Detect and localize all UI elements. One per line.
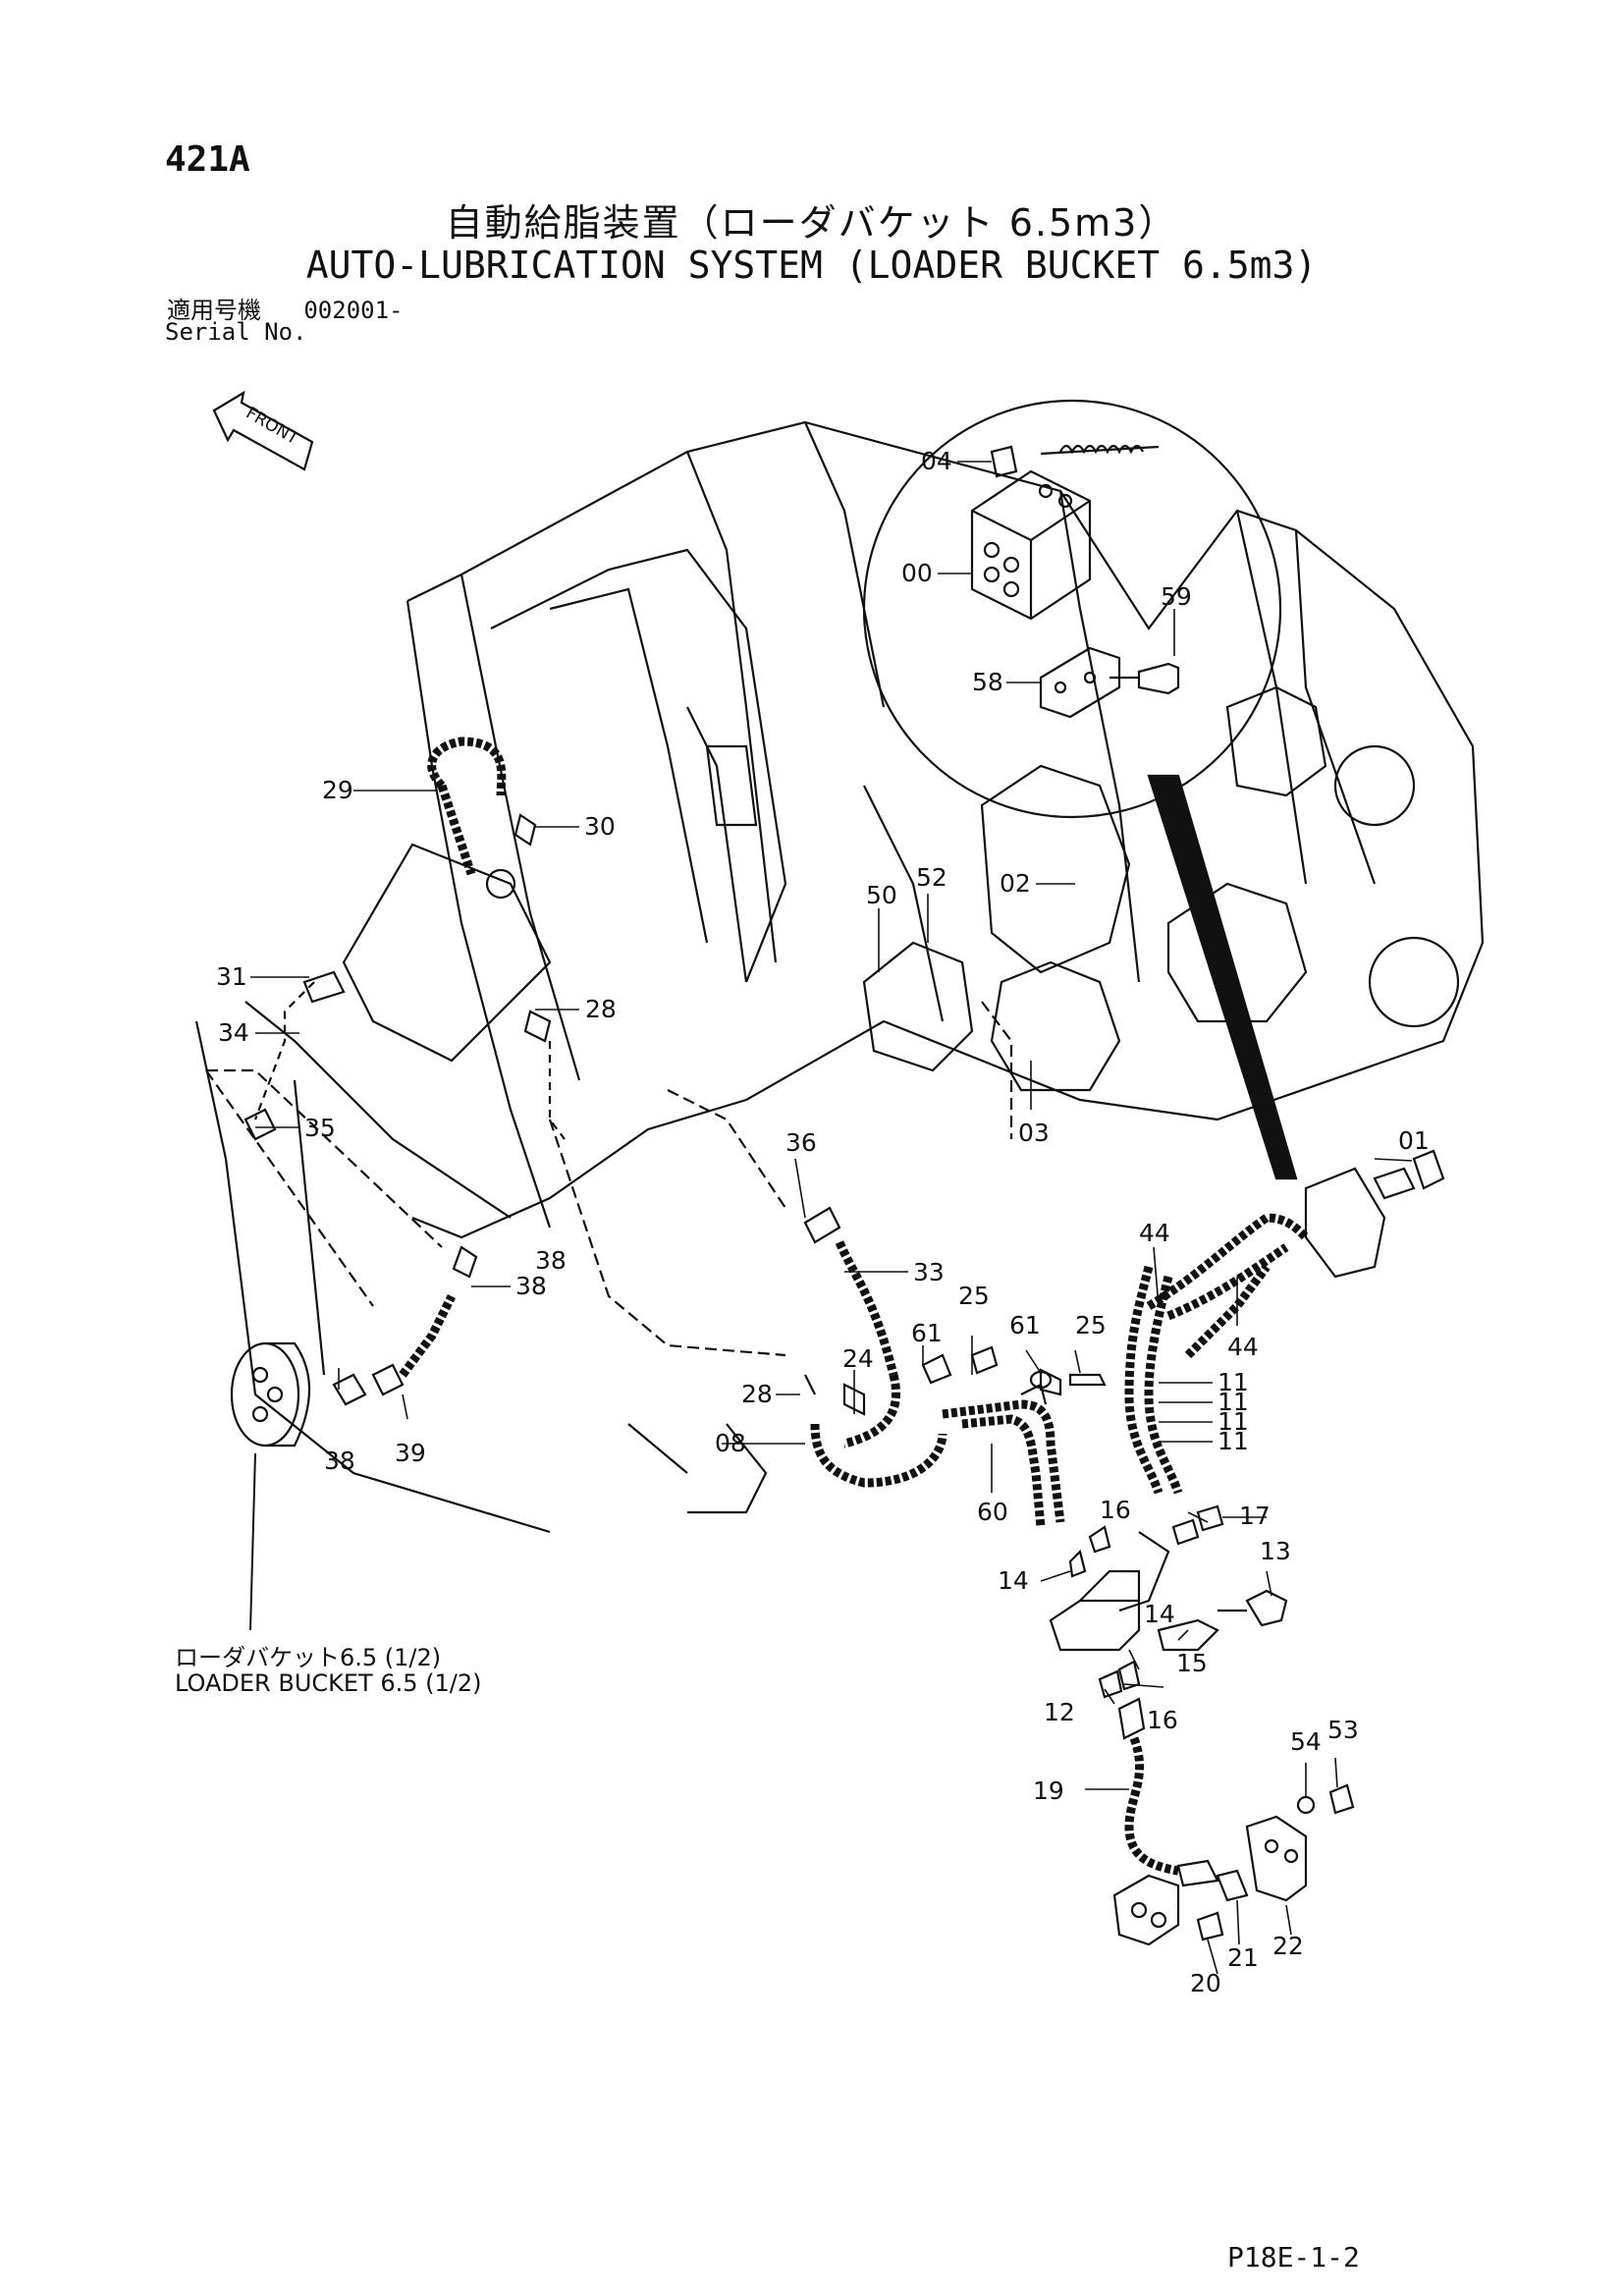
part-label: 38	[324, 1447, 355, 1475]
part-label: 03	[1018, 1119, 1050, 1147]
part-label: 15	[1176, 1649, 1208, 1677]
guide-lines	[205, 1001, 1013, 1357]
detail-inset	[862, 399, 1298, 1180]
part-label: 60	[977, 1498, 1008, 1526]
part-label: 58	[972, 668, 1003, 696]
part-label: 08	[715, 1429, 746, 1457]
part-label: 61	[911, 1319, 943, 1347]
title-english: AUTO-LUBRICATION SYSTEM (LOADER BUCKET 6…	[305, 244, 1318, 287]
part-label: 36	[785, 1128, 817, 1157]
loader-bucket-note-jp: ローダバケット6.5 (1/2)	[175, 1644, 442, 1671]
part-label: 33	[913, 1258, 945, 1286]
part-label: 17	[1239, 1502, 1271, 1530]
part-label: 21	[1227, 1943, 1259, 1972]
part-label: 52	[916, 863, 947, 892]
part-label: 38	[515, 1272, 547, 1300]
front-arrow-icon: FRONT	[212, 390, 314, 471]
lower-hose-19	[1112, 1697, 1355, 1946]
part-label: 28	[741, 1380, 773, 1408]
part-label: 50	[866, 881, 897, 909]
serial-row-jp: 適用号機 002001-	[167, 291, 404, 325]
central-hoses	[803, 1206, 1107, 1528]
part-label: 24	[842, 1344, 874, 1373]
part-label: 01	[1398, 1126, 1430, 1155]
loader-bucket-note-en: LOADER BUCKET 6.5 (1/2)	[175, 1669, 482, 1697]
footer-page-ref: P18E-1-2	[1227, 2241, 1360, 2273]
part-label: 02	[1000, 869, 1031, 898]
part-label: 54	[1290, 1727, 1322, 1756]
part-label: 38	[535, 1246, 567, 1275]
part-label: 14	[998, 1566, 1029, 1595]
machine-frame	[194, 420, 1485, 1534]
leader-lines	[250, 461, 1413, 1975]
part-label: 30	[584, 812, 616, 841]
title-japanese: 自動給脂装置（ローダバケット 6.5m3）	[445, 201, 1178, 245]
front-label: FRONT	[243, 404, 302, 450]
part-label: 13	[1260, 1537, 1291, 1565]
part-label: 34	[218, 1018, 249, 1047]
part-label: 22	[1272, 1932, 1304, 1960]
page-code: 421A	[165, 139, 250, 180]
part-label: 11	[1217, 1388, 1249, 1416]
part-label: 19	[1033, 1777, 1064, 1805]
part-label: 16	[1147, 1706, 1178, 1734]
serial-value: 002001-	[303, 297, 404, 324]
hose-assembly-29	[243, 737, 566, 1141]
part-label: 11	[1217, 1427, 1249, 1455]
part-label: 35	[304, 1114, 336, 1142]
part-label: 00	[901, 559, 933, 587]
junction-block-12	[1049, 1504, 1288, 1699]
part-label: 53	[1327, 1716, 1359, 1744]
part-label: 28	[585, 995, 617, 1023]
part-label: 59	[1161, 582, 1192, 611]
part-label: 14	[1144, 1600, 1175, 1628]
part-label: 20	[1190, 1969, 1221, 1997]
part-label: 12	[1044, 1698, 1075, 1726]
part-label: 11	[1217, 1368, 1249, 1396]
right-hoses	[1124, 1149, 1445, 1495]
part-label: 61	[1009, 1311, 1041, 1339]
part-label: 44	[1227, 1333, 1259, 1361]
loader-bucket-hub	[230, 1245, 478, 1631]
serial-label-jp: 適用号機	[167, 297, 261, 324]
part-label: 16	[1100, 1496, 1131, 1524]
part-label: 31	[216, 962, 247, 991]
part-label: 29	[322, 776, 353, 804]
part-label: 11	[1217, 1407, 1249, 1436]
part-label: 25	[1075, 1311, 1107, 1339]
part-labels: 04 00 59 58 29 30 50 52 02 31 28 34 03 3…	[216, 447, 1430, 1997]
part-label: 25	[958, 1282, 990, 1310]
part-label: 39	[395, 1439, 426, 1467]
part-label: 44	[1139, 1219, 1170, 1247]
part-label: 04	[921, 447, 952, 475]
serial-label-en: Serial No.	[165, 318, 307, 346]
